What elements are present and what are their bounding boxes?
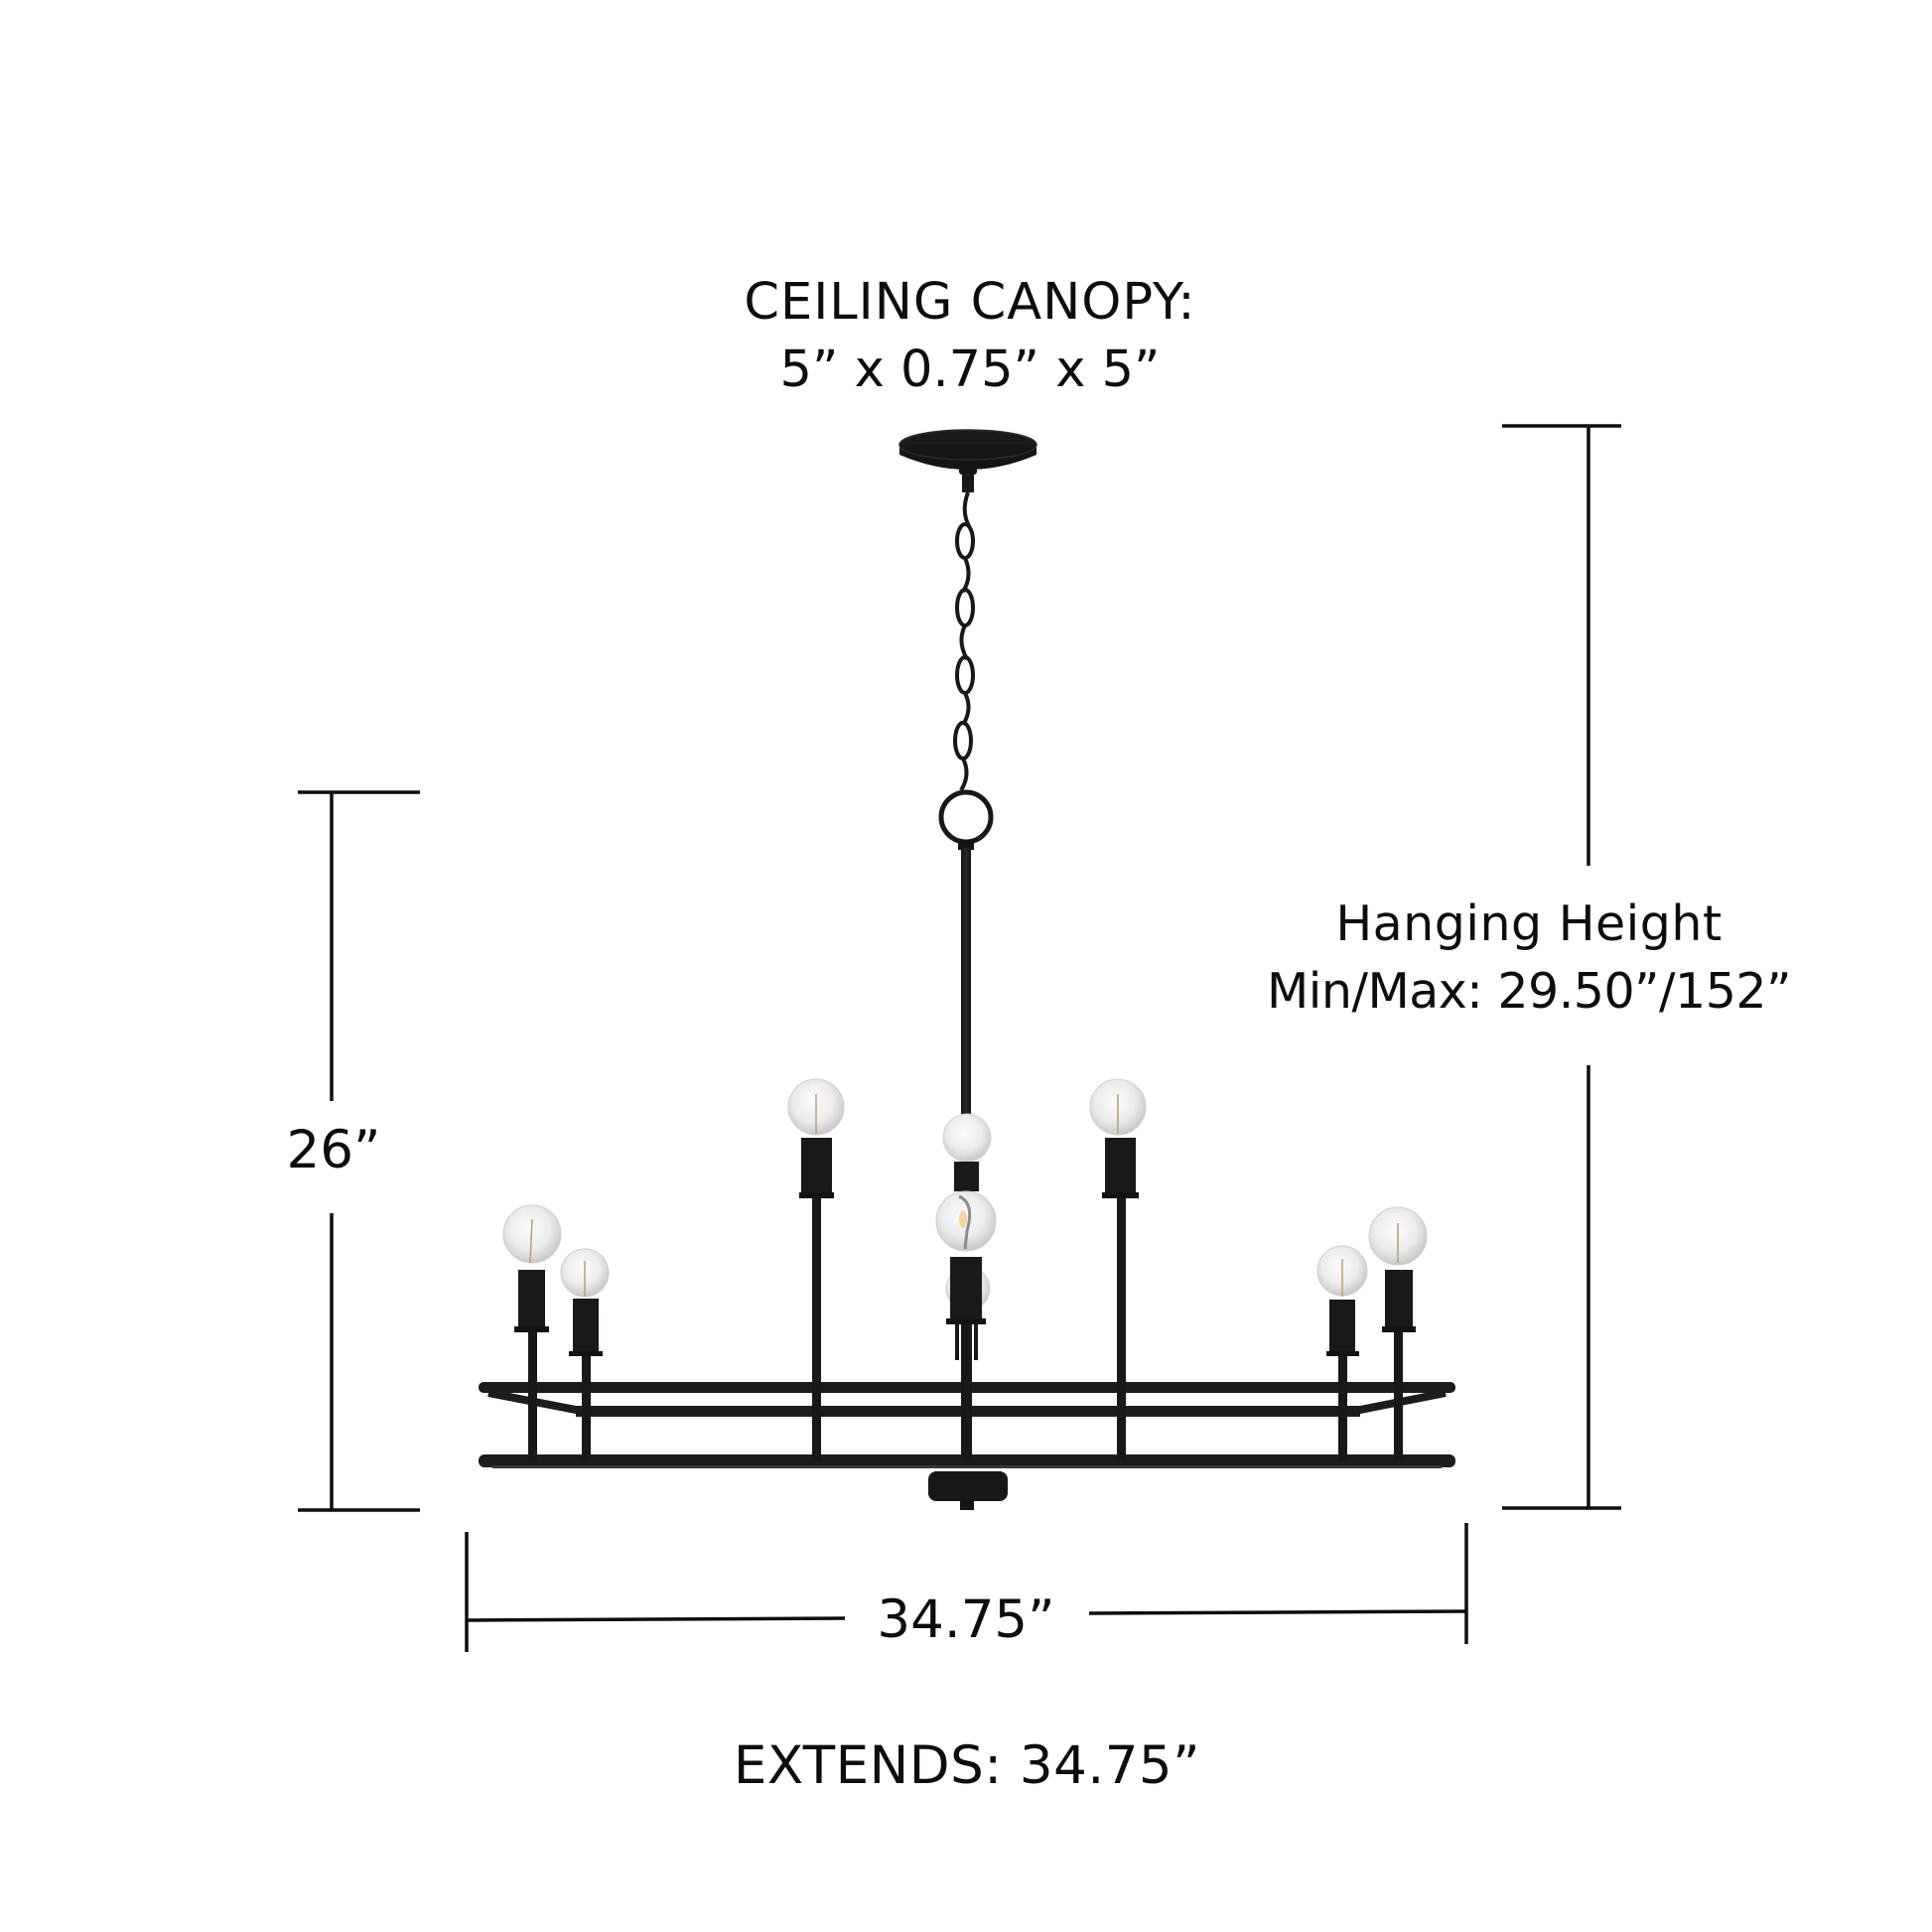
dimension-height-left (298, 790, 420, 1512)
dimension-hanging-height-right (1502, 424, 1621, 1510)
bulb-back-center-upper (942, 1113, 992, 1191)
chain (953, 491, 975, 792)
canopy-label-title: CEILING CANOPY: (744, 273, 1196, 332)
arms (528, 1196, 1403, 1461)
canopy-label-dimensions: 5” x 0.75” x 5” (779, 341, 1161, 399)
loop-ring (938, 789, 994, 845)
bulb-left-outer (502, 1204, 562, 1332)
fixture-width-label: 34.75” (877, 1589, 1055, 1650)
chandelier-illustration (479, 429, 1455, 1510)
hanging-height-range: Min/Max: 29.50”/152” (1267, 963, 1791, 1020)
bulb-upper-right (1089, 1078, 1147, 1198)
extends-label: EXTENDS: 34.75” (733, 1735, 1201, 1796)
bulb-front-center (935, 1190, 997, 1360)
bulb-upper-left (787, 1078, 845, 1198)
bottom-hub (928, 1471, 1008, 1510)
hanging-height-title: Hanging Height (1335, 896, 1723, 952)
fixture-height-label: 26” (286, 1120, 381, 1180)
bulb-right-inner (1316, 1245, 1368, 1356)
center-stem (961, 848, 971, 1175)
dimension-width-bottom (465, 1523, 1468, 1652)
ceiling-canopy (898, 429, 1037, 492)
bulb-right-outer (1368, 1206, 1428, 1332)
bulb-left-inner (560, 1248, 610, 1356)
